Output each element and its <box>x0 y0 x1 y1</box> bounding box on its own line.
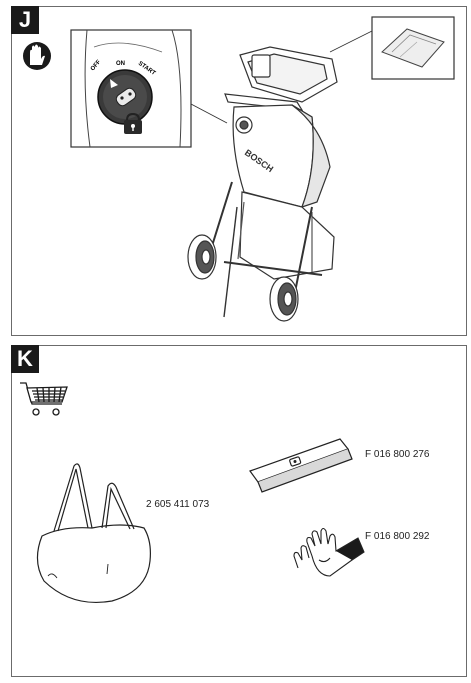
switch-detail-inset <box>70 29 192 148</box>
part-number-gloves: F 016 800 292 <box>365 531 430 542</box>
accessory-inset <box>371 16 455 80</box>
figure-panel-k: K <box>11 345 467 677</box>
shopping-cart-icon <box>20 382 68 416</box>
switch-label-on: ON <box>116 61 125 67</box>
part-number-collection-bag: 2 605 411 073 <box>146 499 210 510</box>
garden-shredder <box>187 46 338 322</box>
gloves-illustration <box>293 527 365 577</box>
blade-illustration <box>249 438 353 493</box>
figure-panel-j: J OFF ON START <box>11 6 467 336</box>
accessories-illustration <box>20 382 365 604</box>
shredder-illustration: OFF ON START <box>23 16 455 322</box>
panel-j-letter: J <box>11 6 39 34</box>
gloves-safety-icon <box>23 42 51 70</box>
panel-k-letter: K <box>11 345 39 373</box>
collection-bag-illustration <box>36 463 151 604</box>
part-number-blade: F 016 800 276 <box>365 449 430 460</box>
